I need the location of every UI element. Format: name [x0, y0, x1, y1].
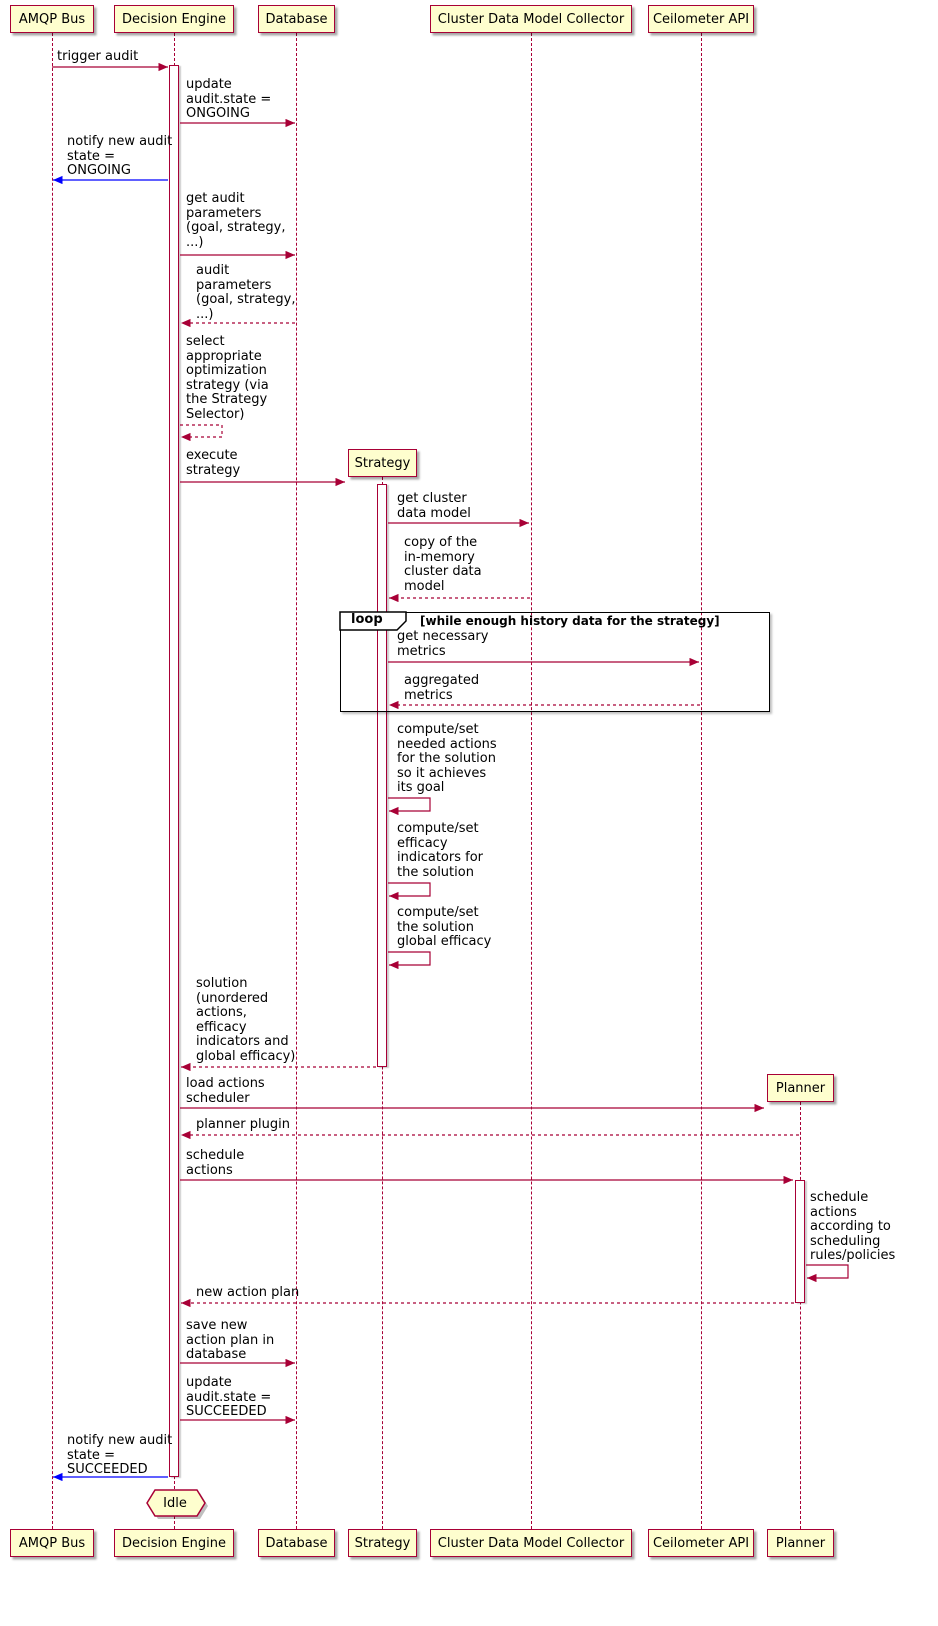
participant-cluster-data-model-collector-top: Cluster Data Model Collector — [430, 5, 632, 33]
loop-frame — [340, 612, 770, 712]
participant-amqp-bus-top: AMQP Bus — [10, 5, 94, 33]
msg-get-audit-parameters: get audit parameters (goal, strategy, ..… — [186, 191, 286, 250]
participant-decision-engine-bottom: Decision Engine — [114, 1529, 234, 1557]
arrow-select-strategy-self — [180, 424, 223, 442]
arrow-schedule-according-rules-self — [806, 1264, 849, 1283]
loop-header-pentagon — [339, 611, 407, 631]
arrow-compute-efficacy-indicators-self — [388, 882, 431, 901]
participant-database-top: Database — [258, 5, 335, 33]
participant-strategy-bottom: Strategy — [348, 1529, 417, 1557]
msg-planner-plugin: planner plugin — [196, 1117, 290, 1132]
msg-execute-strategy: execute strategy — [186, 448, 241, 478]
msg-schedule-according-rules: schedule actions according to scheduling… — [810, 1190, 896, 1263]
msg-compute-global-efficacy: compute/set the solution global efficacy — [397, 905, 492, 949]
msg-schedule-actions: schedule actions — [186, 1148, 245, 1178]
participant-planner-bottom: Planner — [767, 1529, 834, 1557]
end-state-hexagon — [146, 1489, 206, 1517]
participant-planner-created: Planner — [767, 1074, 834, 1102]
participant-decision-engine-top: Decision Engine — [114, 5, 234, 33]
activation-decision-engine — [169, 65, 179, 1477]
arrow-compute-global-efficacy-self — [388, 951, 431, 970]
participant-database-bottom: Database — [258, 1529, 335, 1557]
lifeline-ceilometer-api — [701, 33, 702, 1529]
msg-notify-state-ongoing: notify new audit state = ONGOING — [67, 134, 173, 178]
msg-cluster-model-return: copy of the in-memory cluster data model — [404, 535, 482, 594]
msg-update-state-ongoing: update audit.state = ONGOING — [186, 77, 272, 121]
msg-solution-return: solution (unordered actions, efficacy in… — [196, 976, 296, 1064]
lifeline-planner — [800, 1102, 801, 1529]
loop-operator-label: loop — [351, 612, 383, 627]
lifeline-amqp-bus — [52, 33, 53, 1529]
activation-strategy — [377, 484, 387, 1067]
participant-cluster-data-model-collector-bottom: Cluster Data Model Collector — [430, 1529, 632, 1557]
loop-condition-label: [while enough history data for the strat… — [420, 614, 720, 628]
msg-trigger-audit: trigger audit — [57, 49, 139, 64]
msg-select-strategy: select appropriate optimization strategy… — [186, 334, 269, 422]
participant-ceilometer-api-top: Ceilometer API — [648, 5, 754, 33]
participant-ceilometer-api-bottom: Ceilometer API — [648, 1529, 754, 1557]
arrow-compute-needed-actions-self — [388, 797, 431, 816]
participant-amqp-bus-bottom: AMQP Bus — [10, 1529, 94, 1557]
msg-compute-needed-actions: compute/set needed actions for the solut… — [397, 722, 497, 795]
participant-strategy-created: Strategy — [348, 449, 417, 477]
activation-planner — [795, 1180, 805, 1303]
msg-new-action-plan: new action plan — [196, 1285, 300, 1300]
lifeline-cluster-data-model-collector — [531, 33, 532, 1529]
msg-get-necessary-metrics: get necessary metrics — [397, 629, 489, 659]
msg-update-state-succeeded: update audit.state = SUCCEEDED — [186, 1375, 272, 1419]
msg-compute-efficacy-indicators: compute/set efficacy indicators for the … — [397, 821, 484, 880]
msg-notify-state-succeeded: notify new audit state = SUCCEEDED — [67, 1433, 173, 1477]
lifeline-database — [296, 33, 297, 1529]
msg-save-action-plan: save new action plan in database — [186, 1318, 275, 1362]
msg-get-cluster-data-model: get cluster data model — [397, 491, 471, 521]
end-state-label: Idle — [163, 1495, 187, 1511]
msg-aggregated-metrics: aggregated metrics — [404, 673, 480, 703]
msg-audit-parameters-return: audit parameters (goal, strategy, ...) — [196, 263, 296, 322]
msg-load-actions-scheduler: load actions scheduler — [186, 1076, 265, 1106]
